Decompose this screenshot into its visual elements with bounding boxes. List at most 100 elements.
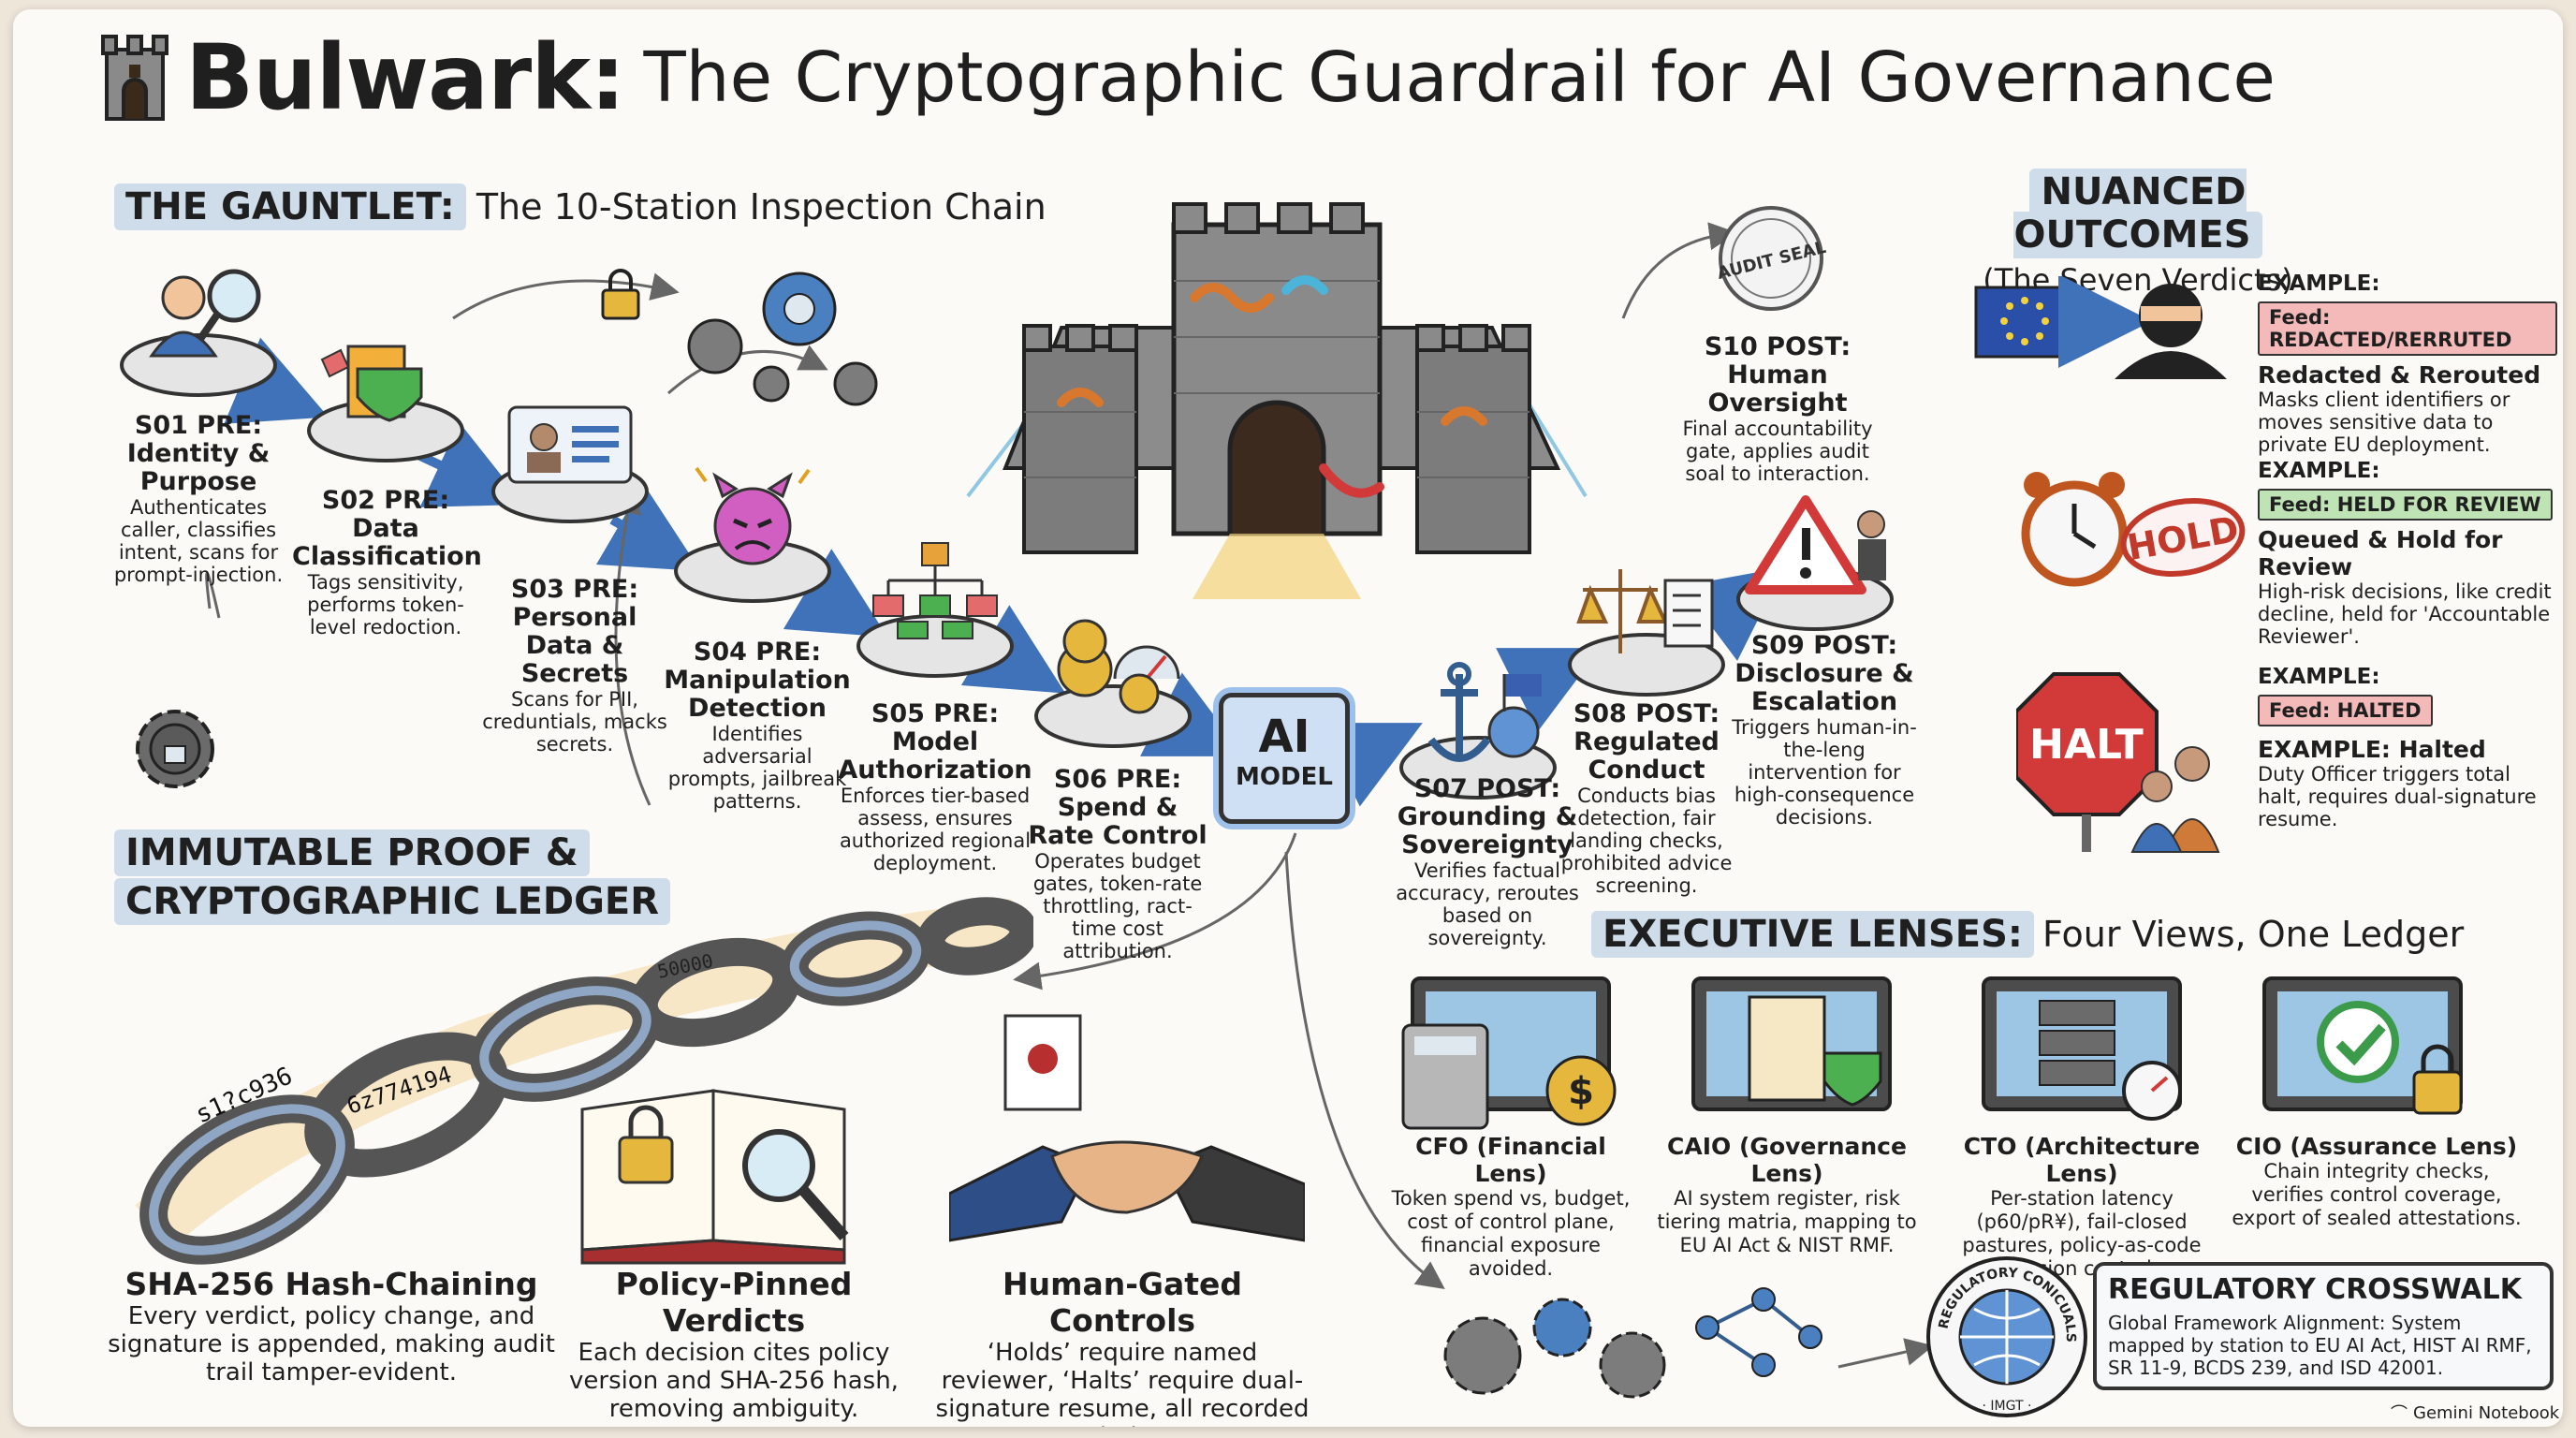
outcomes-title-text: NUANCED OUTCOMES xyxy=(2013,169,2262,258)
caio-monitor-icon xyxy=(1691,976,1892,1111)
station-06-icon xyxy=(1034,619,1192,748)
station-05-desc: Enforces tier-based assess, ensures auth… xyxy=(839,785,1032,874)
svg-text:$: $ xyxy=(1568,1070,1594,1113)
station-06: S06 PRE: Spend & Rate Control Operates b… xyxy=(1024,766,1211,963)
station-01-icon xyxy=(120,269,277,397)
gauntlet-subtitle: The 10-Station Inspection Chain xyxy=(476,186,1046,227)
crosswalk-title: REGULATORY CROSSWALK xyxy=(2108,1273,2522,1306)
ai-model-line2: MODEL xyxy=(1236,763,1333,791)
lens-caio: CAIO (Governance Lens) AI system registe… xyxy=(1656,1133,1918,1257)
station-09-icon xyxy=(1736,495,1894,631)
lens-cfo-title: CFO (Financial Lens) xyxy=(1415,1133,1606,1187)
outcome-example-1: EXAMPLE: Feed: REDACTED/RERRUTED Redacte… xyxy=(2258,271,2557,456)
lenses-subtitle: Four Views, One Ledger xyxy=(2042,914,2465,955)
station-05: S05 PRE: Model Authorization Enforces ti… xyxy=(832,699,1038,875)
outcome-halt-icons: HALT xyxy=(2016,672,2220,853)
outcome-1-label: EXAMPLE: xyxy=(2258,271,2380,296)
policy-book-icon xyxy=(580,1089,849,1265)
lens-cfo: CFO (Financial Lens) Token spend vs, bud… xyxy=(1380,1133,1642,1281)
title-brand: Bulwark: xyxy=(185,25,625,130)
outcome-3-title: EXAMPLE: Halted xyxy=(2258,736,2486,763)
sketch-arrows xyxy=(205,222,1934,1369)
station-01: S01 PRE: Identity & Purpose Authenticate… xyxy=(105,411,292,587)
audit-seal-icon: AUDIT SEAL xyxy=(1715,206,1828,311)
station-07: S07 POST: Grounding & Sovereignty Verifi… xyxy=(1384,774,1590,950)
outcomes-title: NUANCED OUTCOMES xyxy=(1941,169,2334,258)
ledger-heading-line1: IMMUTABLE PROOF & xyxy=(114,829,670,876)
outcome-3-desc: Duty Officer triggers total halt, requir… xyxy=(2258,763,2537,830)
ai-model-line1: AI xyxy=(1258,711,1310,763)
station-08-title: S08 POST: Regulated Conduct xyxy=(1573,699,1720,785)
station-07-title: S07 POST: Grounding & Sovereignty xyxy=(1397,774,1578,859)
station-03-desc: Scans for PII, creduntials, macks secret… xyxy=(482,688,667,756)
station-07-icon xyxy=(1399,662,1557,800)
castle-tower-icon xyxy=(101,35,168,121)
station-10-title: S10 POST: Human Oversight xyxy=(1704,332,1852,418)
station-06-desc: Operates budget gates, token-rate thrott… xyxy=(1032,850,1203,962)
station-01-title: S01 PRE: Identity & Purpose xyxy=(126,411,271,496)
outcome-2-desc: High-risk decisions, like credit decline… xyxy=(2258,580,2552,648)
ledger-heading: IMMUTABLE PROOF & CRYPTOGRAPHIC LEDGER xyxy=(114,829,671,925)
station-03-title: S03 PRE: Personal Data & Secrets xyxy=(510,575,639,688)
lens-cto: CTO (Architecture Lens) Per-station late… xyxy=(1941,1133,2222,1281)
outcome-example-3: EXAMPLE: Feed: HALTED EXAMPLE: Halted Du… xyxy=(2258,665,2557,830)
station-10-desc: Final accountability gate, applies audit… xyxy=(1682,418,1873,485)
gemini-notebook-icon: ⌒ xyxy=(2391,1404,2408,1424)
lens-monitors: $ xyxy=(1401,976,2463,1130)
station-09-title: S09 POST: Disclosure & Escalation xyxy=(1734,631,1914,716)
outcome-1-desc: Masks client identifiers or moves sensit… xyxy=(2258,389,2510,456)
station-09-desc: Triggers human-in-the-leng intervention … xyxy=(1732,716,1917,829)
station-02-icon xyxy=(307,345,464,462)
cfo-monitor-icon: $ xyxy=(1401,976,1617,1130)
lens-cto-title: CTO (Architecture Lens) xyxy=(1963,1133,2201,1187)
infographic-canvas: Bulwark: The Cryptographic Guardrail for… xyxy=(13,9,2563,1427)
crosswalk-box: REGULATORY CROSSWALK Global Framework Al… xyxy=(2093,1262,2554,1390)
page-title: Bulwark: The Cryptographic Guardrail for… xyxy=(99,25,2276,130)
outcome-hold-icons: HOLD xyxy=(2021,472,2246,587)
station-09: S09 POST: Disclosure & Escalation Trigge… xyxy=(1726,632,1923,829)
station-08: S08 POST: Regulated Conduct Conducts bia… xyxy=(1548,699,1745,898)
handshake-icon xyxy=(949,1014,1305,1242)
seal-bottom-text: · IMGT · xyxy=(1983,1399,2032,1414)
pillar-policy-pinned: Policy-Pinned Verdicts Each decision cit… xyxy=(542,1266,926,1423)
pillar-1-desc: Every verdict, policy change, and signat… xyxy=(108,1302,555,1387)
station-02: S02 PRE: Data Classification Tags sensit… xyxy=(292,486,482,639)
outcome-1-title: Redacted & Rerouted xyxy=(2258,361,2541,389)
lens-cto-desc: Per-station latency (p60/pR¥), fail-clos… xyxy=(1962,1187,2202,1280)
lens-cfo-desc: Token spend vs, budget, cost of control … xyxy=(1391,1187,1631,1280)
outcome-3-label: EXAMPLE: xyxy=(2258,665,2380,689)
station-02-desc: Tags sensitivity, performs token-level r… xyxy=(307,571,464,638)
regulatory-seal-icon: REGULATORY CONICUALS · IMGT · xyxy=(1926,1256,2087,1417)
gauntlet-label: THE GAUNTLET: xyxy=(114,183,466,230)
lens-cio: CIO (Assurance Lens) Chain integrity che… xyxy=(2232,1133,2522,1230)
title-rest: The Cryptographic Guardrail for AI Gover… xyxy=(643,37,2276,118)
pillar-2-title: Policy-Pinned Verdicts xyxy=(615,1266,853,1339)
footer-text: Gemini Notebook xyxy=(2413,1402,2560,1423)
station-08-icon xyxy=(1568,569,1725,697)
station-02-title: S02 PRE: Data Classification xyxy=(292,486,482,571)
station-05-icon xyxy=(856,542,1014,678)
station-04-icon xyxy=(674,466,831,603)
outcome-redact-icons xyxy=(1974,276,2227,379)
castle-fortress-illustration xyxy=(966,202,1588,599)
station-05-title: S05 PRE: Model Authorization xyxy=(838,699,1032,785)
ledger-line1-text: IMMUTABLE PROOF & xyxy=(114,829,590,876)
outcome-2-feed: Feed: HELD FOR REVIEW xyxy=(2258,489,2553,521)
bottom-gears-decor xyxy=(1443,1287,1822,1399)
pillar-3-desc: ‘Holds’ require named reviewer, ‘Halts’ … xyxy=(935,1339,1310,1427)
station-10: S10 POST: Human Oversight Final accounta… xyxy=(1670,332,1885,486)
halt-sign-text: HALT xyxy=(2029,721,2144,769)
outcome-3-feed: Feed: HALTED xyxy=(2258,695,2433,726)
station-04: S04 PRE: Manipulation Detection Identifi… xyxy=(659,638,856,814)
crosswalk-desc: Global Framework Alignment: System mappe… xyxy=(2108,1312,2532,1379)
station-04-title: S04 PRE: Manipulation Detection xyxy=(664,638,851,723)
pillar-1-title: SHA-256 Hash-Chaining xyxy=(124,1266,538,1302)
ai-model-chip: AI MODEL xyxy=(1219,693,1350,824)
gauntlet-heading: THE GAUNTLET: The 10-Station Inspection … xyxy=(114,183,1046,230)
lenses-heading: EXECUTIVE LENSES: Four Views, One Ledger xyxy=(1591,911,2465,958)
cio-monitor-icon xyxy=(2262,976,2463,1115)
lenses-label: EXECUTIVE LENSES: xyxy=(1591,911,2034,958)
pillar-human-gated: Human-Gated Controls ‘Holds’ require nam… xyxy=(935,1266,1310,1427)
pillar-3-title: Human-Gated Controls xyxy=(1002,1266,1243,1339)
station-03-icon xyxy=(491,405,649,523)
